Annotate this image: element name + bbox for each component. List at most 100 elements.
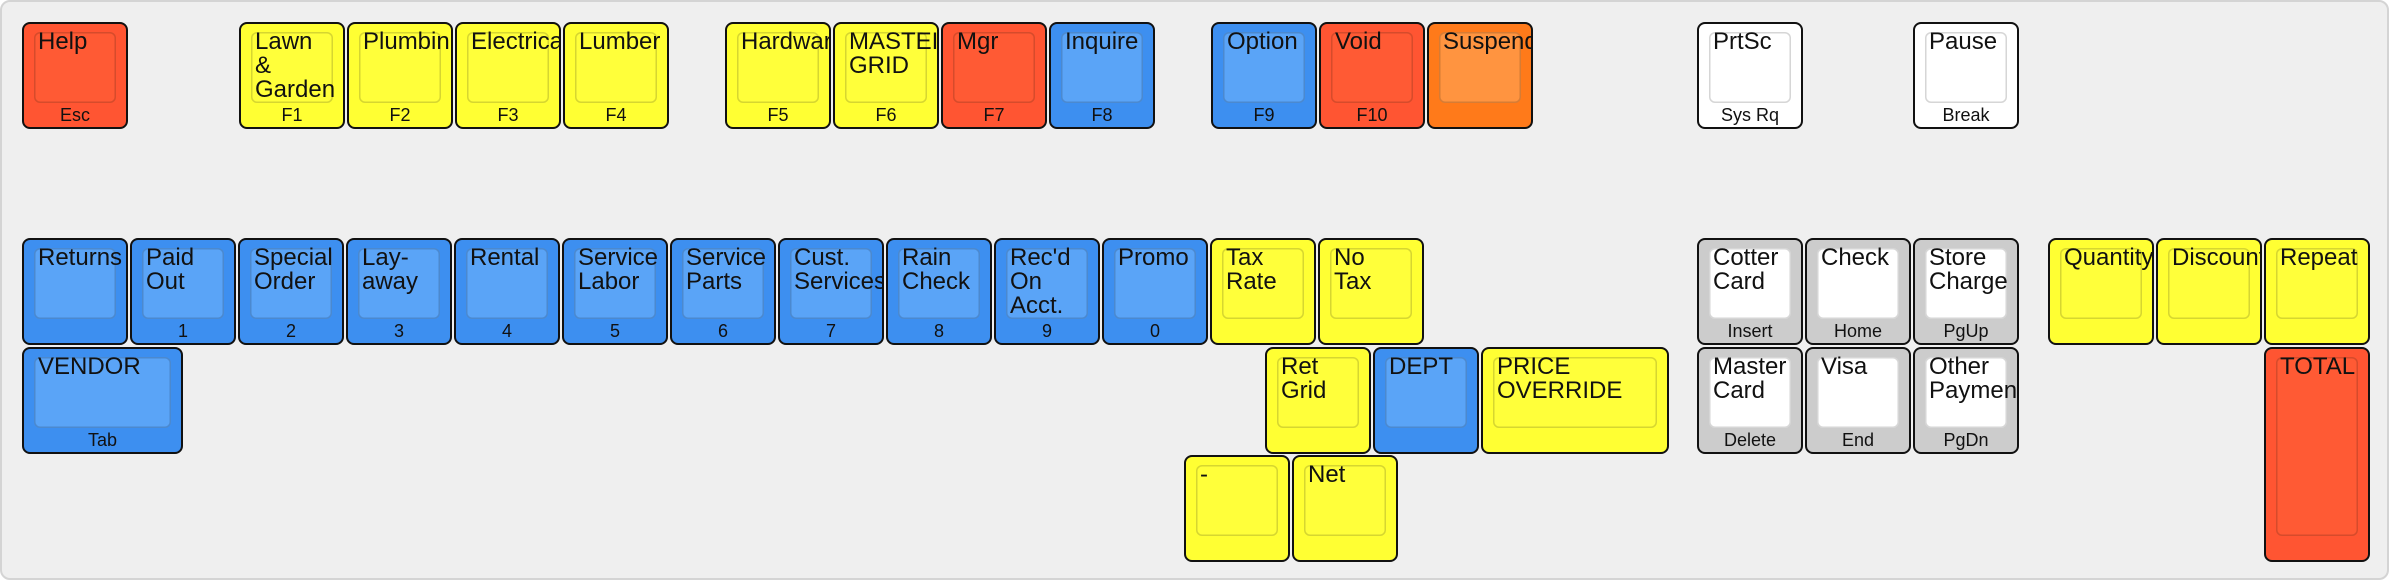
key-sublabel: 5 [609,321,620,341]
key-sublabel: Esc [59,105,90,125]
no-tax-key[interactable]: No Tax [1318,238,1424,345]
key-cap [575,32,657,103]
net-key[interactable]: Net [1292,455,1398,562]
key-label: Plumbin [363,28,450,55]
key-sublabel: PgUp [1943,321,1989,341]
service-labor-key[interactable]: Service Labor 5 [562,238,668,345]
discount-key[interactable]: Discount [2156,238,2262,345]
price-override-key[interactable]: PRICE OVERRIDE [1481,347,1669,454]
quantity-key[interactable]: Quantity [2048,238,2154,345]
key-label: Promo [1118,244,1189,271]
dept-key[interactable]: DEPT [1373,347,1479,454]
cust-services-key[interactable]: Cust. Services 7 [778,238,884,345]
key-cap [1006,248,1088,319]
key-sublabel: Delete [1723,430,1777,450]
key-label: Inquire [1065,28,1139,55]
key-sublabel: F6 [875,105,897,125]
returns-key[interactable]: Returns [22,238,128,345]
key-label: Paid Out [146,244,195,295]
recd-on-acct-key[interactable]: Rec'd On Acct.9 [994,238,1100,345]
key-label: Rec'd On Acct. [1010,244,1071,319]
key-label: - [1200,461,1208,488]
key-cap [250,248,332,319]
key-label: Service Labor [578,244,659,295]
key-sublabel: 9 [1041,321,1052,341]
key-cap [1196,465,1278,536]
key-cap [2276,248,2358,319]
key-label: Lumber [579,28,661,55]
key-label: TOTAL [2280,353,2356,380]
key-cap [2060,248,2142,319]
key-cap [845,32,927,103]
key-cap [953,32,1035,103]
key-sublabel: F2 [389,105,411,125]
key-cap [142,248,224,319]
key-cap [1277,357,1359,428]
key-label: Discount [2172,244,2262,271]
suspend-key[interactable]: Suspend [1427,22,1533,129]
key-label: Option [1227,28,1298,55]
key-sublabel: PgDn [1943,430,1989,450]
key-cap [358,248,440,319]
key-sublabel: 8 [933,321,944,341]
key-sublabel: 2 [285,321,296,341]
key-label: PrtSc [1713,28,1772,55]
key-label: Electrica [471,28,561,55]
minus-key[interactable]: - [1184,455,1290,562]
key-cap [1817,248,1899,319]
key-sublabel: F1 [281,105,303,125]
key-label: DEPT [1389,353,1454,380]
key-cap [2168,248,2250,319]
key-cap [1223,32,1305,103]
repeat-key[interactable]: Repeat [2264,238,2370,345]
key-sublabel: Home [1833,321,1882,341]
key-cap [1925,32,2007,103]
key-sublabel: F10 [1356,105,1388,125]
tax-rate-key[interactable]: Tax Rate [1210,238,1316,345]
key-cap [466,248,548,319]
key-label: Suspend [1443,28,1533,55]
ret-grid-key[interactable]: Ret Grid [1265,347,1371,454]
key-sublabel: F7 [983,105,1005,125]
key-sublabel: 7 [825,321,836,341]
key-label: Cust. Services [794,244,884,295]
key-cap [1061,32,1143,103]
key-cap [1331,32,1413,103]
key-label: No Tax [1334,244,1372,295]
key-label: Store Charge [1929,244,2008,295]
key-label: Tax Rate [1226,244,1277,295]
key-label: Repeat [2280,244,2358,271]
key-cap [1330,248,1412,319]
key-cap [1709,248,1791,319]
total-key[interactable]: TOTAL [2264,347,2370,562]
key-cap [1439,32,1521,103]
